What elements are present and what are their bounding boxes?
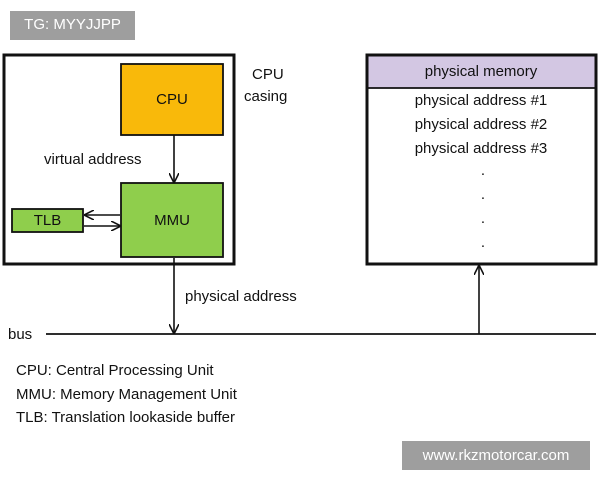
physical-memory-header <box>368 56 595 88</box>
physical-memory-header-label: physical memory <box>424 63 538 80</box>
physical-address-label: physical address <box>185 288 297 305</box>
virtual-address-label: virtual address <box>44 151 142 168</box>
physical-memory-ellipsis-dot: . <box>480 186 486 203</box>
watermark-top: TG: MYYJJPP <box>24 16 121 33</box>
cpu-casing-label-line2: casing <box>244 88 288 105</box>
bus-label: bus <box>8 326 33 343</box>
legend-mmu: MMU: Memory Management Unit <box>16 386 237 403</box>
cpu-box <box>120 63 224 136</box>
tlb-box-label: TLB <box>33 212 62 229</box>
tlb-box <box>11 208 84 233</box>
physical-memory-row-3: physical address #3 <box>414 140 548 157</box>
mmu-box-label: MMU <box>154 212 190 229</box>
legend-cpu: CPU: Central Processing Unit <box>16 362 214 379</box>
watermark-bottom-bg <box>402 441 590 470</box>
mmu-box <box>120 182 224 258</box>
physical-memory-box <box>365 53 598 266</box>
physical-memory-ellipsis-dot: . <box>480 234 486 251</box>
watermark-top-bg <box>10 11 135 40</box>
physical-memory-ellipsis-dot: . <box>480 210 486 227</box>
physical-memory-row-2: physical address #2 <box>414 116 548 133</box>
cpu-casing-label-line1: CPU <box>252 66 284 83</box>
cpu-box-label: CPU <box>156 91 188 108</box>
watermark-bottom: www.rkzmotorcar.com <box>422 447 570 464</box>
physical-memory-ellipsis-dot: . <box>480 162 486 179</box>
physical-memory-row-1: physical address #1 <box>414 92 548 109</box>
legend-tlb: TLB: Translation lookaside buffer <box>16 409 236 426</box>
